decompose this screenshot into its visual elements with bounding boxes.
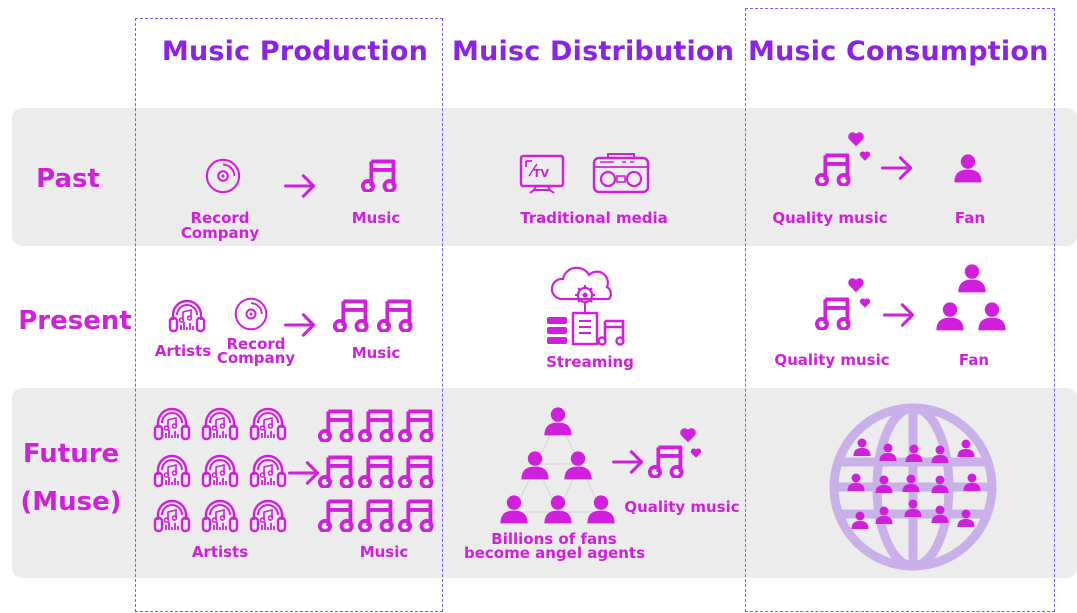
row-header-present: Present	[18, 306, 132, 336]
artists-label: Artists	[154, 342, 212, 360]
fan-person-icon	[952, 152, 984, 184]
music-note-icon	[398, 498, 434, 532]
row-header-future: Future	[22, 439, 120, 469]
music-note-icon	[318, 498, 354, 532]
music-note-icon	[361, 158, 397, 192]
fan-person-icon	[846, 472, 866, 492]
consumption-column-box	[745, 8, 1055, 612]
heart-small-icon	[858, 297, 872, 309]
artist-headphones-icon	[247, 451, 289, 491]
music-note-icon	[333, 298, 369, 332]
arrow-right-icon	[882, 302, 916, 328]
heart-icon	[678, 426, 698, 444]
column-header-production: Music Production	[161, 36, 429, 67]
radio-boombox-icon	[592, 153, 650, 194]
quality-music-note-icon	[815, 296, 851, 330]
arrow-right-icon	[611, 449, 645, 475]
quality-music-label: Quality music	[774, 351, 890, 369]
fan-person-icon	[956, 438, 976, 458]
music-note-icon	[398, 454, 434, 488]
fan-person-icon	[874, 505, 894, 525]
music-note-icon	[377, 298, 413, 332]
artist-headphones-icon	[166, 296, 208, 336]
fan-person-icon	[850, 510, 870, 530]
fan-person-icon	[904, 443, 924, 463]
streaming-cloud-icon	[547, 266, 625, 346]
record-company-label-line2: Company	[180, 224, 260, 242]
vinyl-record-icon	[233, 296, 269, 332]
arrow-right-icon	[283, 173, 317, 199]
traditional-media-label: Traditional media	[520, 209, 668, 227]
fan-person-icon	[956, 262, 988, 294]
artist-headphones-icon	[199, 496, 241, 536]
billions-of-fans-label-line1: Billions of fans	[491, 530, 617, 548]
quality-music-label: Quality music	[772, 209, 888, 227]
artist-headphones-icon	[199, 404, 241, 444]
music-note-icon	[358, 498, 394, 532]
fan-person-icon	[976, 300, 1008, 332]
arrow-right-icon	[283, 312, 317, 338]
quality-music-label: Quality music	[624, 498, 740, 516]
music-note-icon	[398, 408, 434, 442]
fan-person-icon	[930, 444, 950, 464]
music-label: Music	[351, 209, 401, 227]
streaming-label: Streaming	[546, 353, 634, 371]
fan-person-icon	[956, 508, 976, 528]
record-company-label-line1: Record	[190, 209, 250, 227]
fan-person-icon	[585, 493, 617, 525]
quality-music-note-icon	[815, 152, 851, 186]
music-note-icon	[358, 454, 394, 488]
artist-headphones-icon	[151, 451, 193, 491]
svg-text:TV: TV	[533, 167, 550, 180]
vinyl-record-icon	[204, 157, 242, 195]
music-label: Music	[359, 543, 409, 561]
music-label: Music	[351, 344, 401, 362]
row-header-future-muse: (Muse)	[20, 487, 122, 517]
fan-person-icon	[930, 474, 950, 494]
fan-person-icon	[542, 405, 574, 437]
fan-person-icon	[901, 473, 921, 493]
record-company-label-line2: Company	[216, 349, 296, 367]
heart-small-icon	[858, 150, 872, 162]
production-column-box	[135, 18, 443, 612]
artist-headphones-icon	[151, 404, 193, 444]
fan-label: Fan	[954, 209, 986, 227]
fan-person-icon	[903, 498, 923, 518]
music-note-icon	[318, 454, 354, 488]
fan-person-icon	[878, 442, 898, 462]
artist-headphones-icon	[199, 451, 241, 491]
artist-headphones-icon	[247, 404, 289, 444]
arrow-right-icon	[880, 155, 914, 181]
billions-of-fans-label-line2: become angel agents	[464, 544, 646, 562]
fan-person-icon	[934, 300, 966, 332]
music-note-icon	[358, 408, 394, 442]
music-note-icon	[318, 408, 354, 442]
fan-person-icon	[874, 474, 894, 494]
fan-person-icon	[519, 449, 551, 481]
fan-person-icon	[930, 504, 950, 524]
artist-headphones-icon	[247, 496, 289, 536]
record-company-label-line1: Record	[226, 335, 286, 353]
arrow-right-icon	[287, 460, 321, 486]
column-header-consumption: Music Consumption	[748, 36, 1049, 67]
fan-person-icon	[542, 493, 574, 525]
fan-person-icon	[562, 449, 594, 481]
artist-headphones-icon	[151, 496, 193, 536]
column-header-distribution: Muisc Distribution	[452, 36, 735, 67]
fan-person-icon	[852, 437, 872, 457]
artists-label: Artists	[191, 543, 249, 561]
fan-label: Fan	[958, 351, 990, 369]
heart-small-icon	[689, 447, 703, 459]
heart-icon	[846, 130, 866, 148]
fan-person-icon	[962, 472, 982, 492]
row-header-past: Past	[36, 164, 100, 194]
fan-person-icon	[498, 493, 530, 525]
heart-icon	[846, 276, 866, 294]
tv-icon: TV	[519, 154, 565, 194]
quality-music-note-icon	[648, 444, 684, 478]
